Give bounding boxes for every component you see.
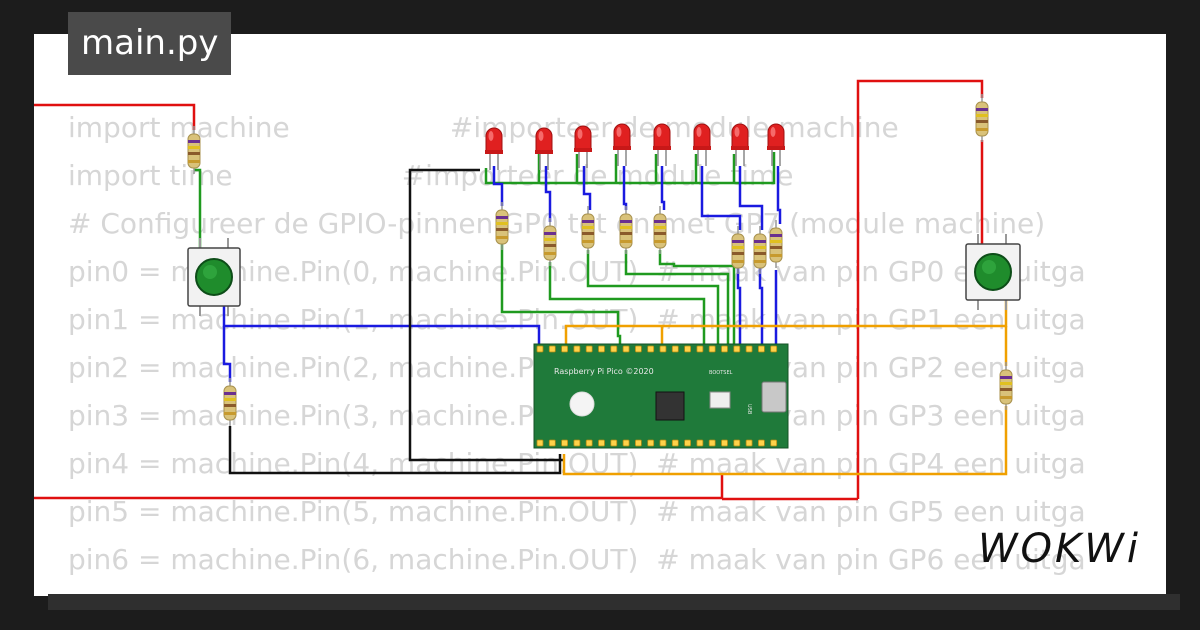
bootsel-button <box>709 391 731 409</box>
wire-blue-led-5 <box>660 166 666 210</box>
wire-blue-led-7 <box>738 166 764 230</box>
wire-red-left <box>34 103 196 130</box>
wire-black-left <box>228 426 562 475</box>
card-shadow <box>48 594 1180 610</box>
code-line: pin5 = machine.Pin(5, machine.Pin.OUT) #… <box>68 495 1086 528</box>
resistor[interactable] <box>619 206 633 254</box>
wire-blue-pin-7 <box>758 266 764 352</box>
bootsel-label: BOOTSEL <box>709 370 733 376</box>
resistor[interactable] <box>495 202 509 250</box>
resistor[interactable] <box>223 378 237 426</box>
resistor[interactable] <box>975 94 989 142</box>
circuit-diagram: Raspberry Pi Pico ©2020 BOOTSEL USB <box>34 79 1021 501</box>
code-line: pin7 = machine.Pin(7, machine.Pin.OUT) #… <box>68 584 1086 596</box>
file-name-tab: main.py <box>68 12 232 75</box>
wire-green-pin-4 <box>624 250 730 352</box>
led-red[interactable] <box>731 123 749 166</box>
wire-blue-led-2 <box>544 166 552 222</box>
push-button-left[interactable] <box>187 238 241 316</box>
wire-black-top <box>408 168 564 462</box>
resistor[interactable] <box>543 218 557 266</box>
wire-blue-pin-6 <box>736 268 742 352</box>
code-line: pin1 = machine.Pin(1, machine.Pin.OUT) #… <box>68 303 1086 336</box>
resistor[interactable] <box>999 362 1013 410</box>
code-line: pin6 = machine.Pin(6, machine.Pin.OUT) #… <box>68 543 1086 576</box>
resistor[interactable] <box>581 206 595 254</box>
wire-red-right-top <box>856 79 984 499</box>
usb-connector <box>761 381 787 413</box>
led-red[interactable] <box>693 123 711 166</box>
code-line: import machine #importeer de module mach… <box>68 111 899 144</box>
raspberry-logo-icon <box>569 391 595 417</box>
resistor[interactable] <box>769 220 783 268</box>
wire-blue-led-4 <box>622 166 628 210</box>
wire-orange-right-top <box>564 300 1008 352</box>
led-red[interactable] <box>574 125 592 168</box>
push-button-right[interactable] <box>965 234 1021 310</box>
diagram-card: import machine #importeer de module mach… <box>34 34 1166 596</box>
wire-green-pin-1 <box>500 244 622 352</box>
wire-blue-led-3 <box>582 166 592 210</box>
usb-label: USB <box>746 404 752 415</box>
led-red[interactable] <box>535 127 553 170</box>
resistor[interactable] <box>731 226 745 274</box>
code-line: # Configureer de GPIO-pinnen GP0 tot en … <box>68 207 1046 240</box>
led-red[interactable] <box>653 123 671 166</box>
wire-green-pin-3 <box>586 250 720 352</box>
board-label: Raspberry Pi Pico ©2020 <box>554 367 654 376</box>
wire-blue-left-resistor <box>222 326 232 382</box>
resistor[interactable] <box>653 206 667 254</box>
led-red[interactable] <box>767 123 785 166</box>
wire-orange-right-bottom <box>562 406 1008 476</box>
wire-red-bottom <box>34 474 724 500</box>
wire-green-pin-5 <box>658 250 736 352</box>
wokwi-logo: WOKWi <box>978 526 1141 572</box>
led-red[interactable] <box>485 127 503 170</box>
led-red[interactable] <box>613 123 631 166</box>
wire-green-pin-2 <box>548 262 706 352</box>
wire-blue-left-button <box>222 306 541 352</box>
wire-blue-led-8 <box>776 166 782 224</box>
wire-blue-led-1 <box>492 166 504 206</box>
wire-blue-led-6 <box>700 166 742 230</box>
wire-green-left-button <box>194 168 202 248</box>
rp2040-chip <box>655 391 685 421</box>
wire-green-led-bus <box>484 152 776 185</box>
resistor[interactable] <box>753 226 767 274</box>
resistor[interactable] <box>187 126 201 174</box>
raspberry-pi-pico-board[interactable]: Raspberry Pi Pico ©2020 BOOTSEL USB <box>533 343 789 449</box>
